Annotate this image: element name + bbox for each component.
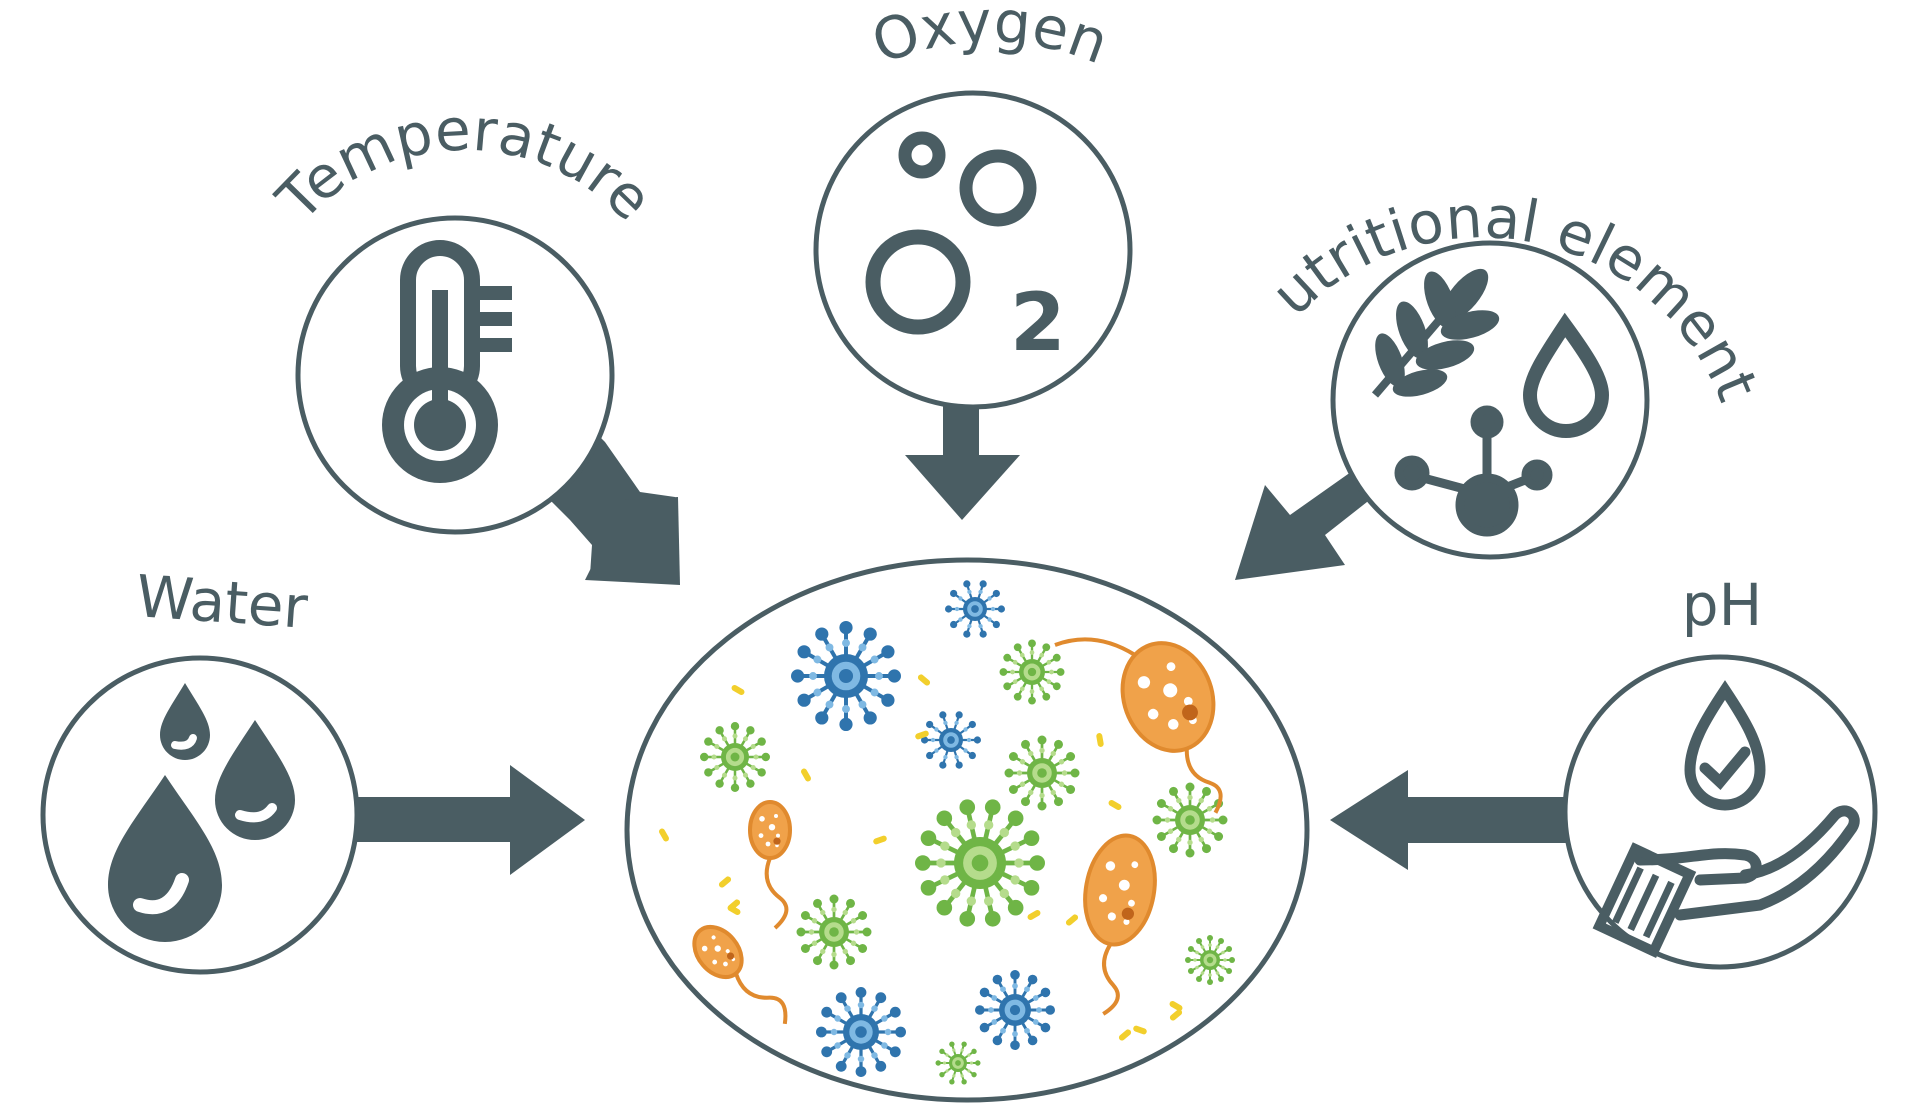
oxygen-subscript: 2 (1010, 276, 1066, 369)
microorganisms-icon (659, 580, 1235, 1085)
bacterium (1133, 1025, 1147, 1035)
blue-virus (921, 711, 982, 769)
bacterium (659, 828, 669, 842)
hand-drop-check-icon (1592, 680, 1860, 958)
temperature-label: Temperature (263, 95, 665, 234)
water-label: Water (134, 562, 310, 642)
factor-oxygen: Oxygen 2 (813, 0, 1133, 410)
bacterium (1108, 800, 1122, 810)
arrow-from-oxygen (905, 395, 1020, 520)
bacterium (873, 835, 887, 845)
bacterium (1027, 910, 1041, 920)
oxygen-circle (813, 90, 1133, 410)
green-virus (1185, 935, 1235, 985)
bacterium (731, 685, 745, 695)
bacterium (801, 768, 811, 782)
oxygen-label: Oxygen (863, 0, 1117, 77)
arrow-from-nutritional (1235, 455, 1395, 580)
bacterium (1169, 1001, 1183, 1011)
orange-amoeba (1120, 641, 1223, 814)
green-virus (700, 722, 770, 792)
oxygen-bubbles-icon: 2 (865, 131, 1066, 369)
water-drops-icon (108, 683, 295, 942)
leaf-drop-molecule-icon (1371, 268, 1610, 537)
green-virus (1152, 782, 1228, 858)
blue-virus (975, 970, 1055, 1050)
bacterium (915, 730, 929, 740)
bacterium (727, 905, 741, 915)
bacterium (1065, 914, 1079, 926)
orange-amoeba (1083, 833, 1157, 1016)
thermometer-icon (382, 240, 512, 483)
factor-water: Water (40, 562, 360, 975)
green-virus (935, 1041, 981, 1085)
microbe-culture (624, 557, 1310, 1103)
bacterium (1169, 1009, 1183, 1021)
amoeba-flagellum (1054, 637, 1137, 657)
blue-virus (816, 987, 906, 1077)
orange-amoeba (748, 800, 792, 930)
green-virus (796, 894, 872, 970)
green-virus (1004, 735, 1080, 811)
bacterium (917, 674, 931, 686)
ph-label: pH (1682, 571, 1762, 639)
arrow-from-ph (1330, 770, 1575, 870)
bacterium (1096, 733, 1104, 747)
arrow-from-water (355, 765, 585, 875)
blue-virus (945, 580, 1006, 638)
blue-virus (791, 621, 902, 732)
bacterium (718, 876, 732, 888)
green-virus (915, 799, 1045, 927)
orange-amoeba (692, 924, 788, 1025)
factor-ph: pH (1562, 571, 1878, 970)
bacterium (1118, 1029, 1132, 1041)
green-virus (999, 639, 1065, 705)
